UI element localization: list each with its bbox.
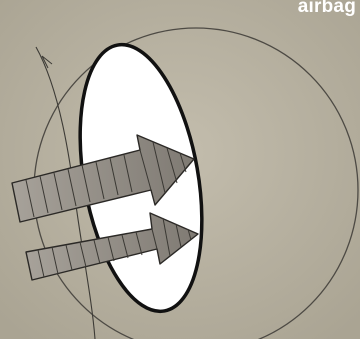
airbag-label: airbag <box>298 0 356 18</box>
